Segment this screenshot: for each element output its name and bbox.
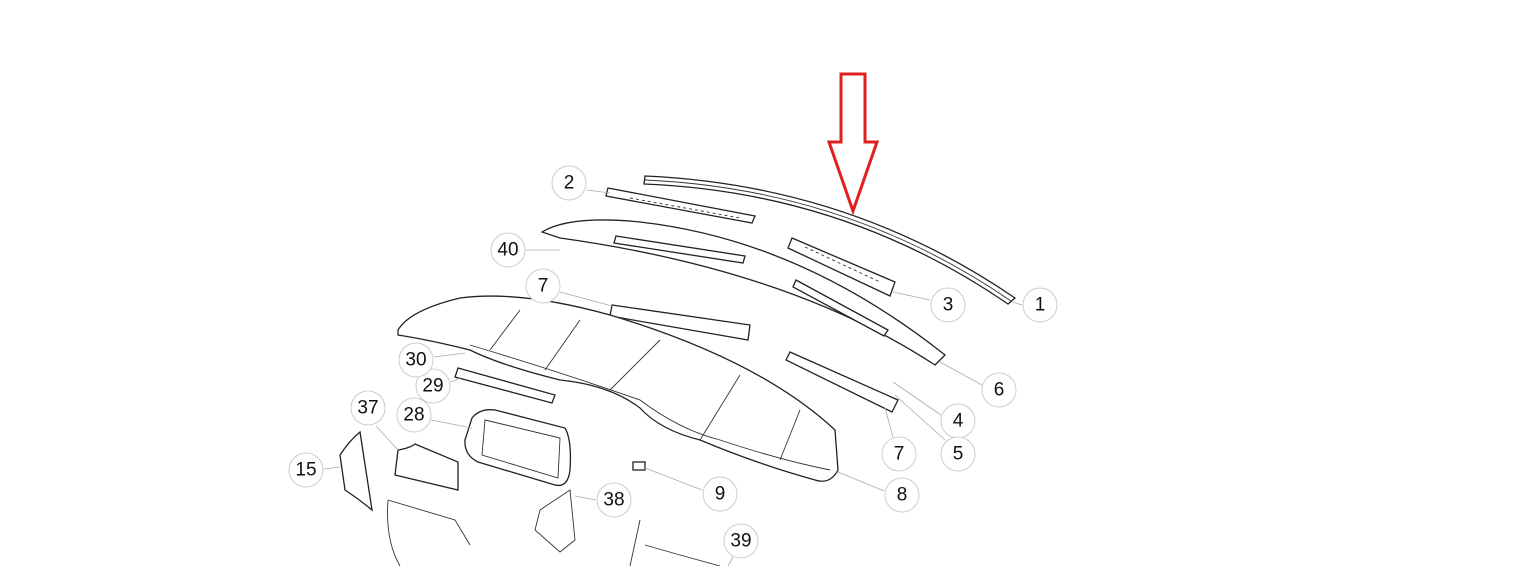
part-28-cluster-bezel bbox=[464, 409, 572, 487]
part-7-vent-left bbox=[609, 304, 751, 341]
callout-4: 4 bbox=[940, 403, 976, 439]
callout-30: 30 bbox=[398, 342, 434, 378]
red-arrow-down-icon bbox=[826, 72, 880, 216]
callout-8: 8 bbox=[884, 477, 920, 513]
callout-39: 39 bbox=[723, 523, 759, 559]
callout-3: 3 bbox=[930, 287, 966, 323]
svg-text:8: 8 bbox=[897, 485, 908, 506]
svg-text:2: 2 bbox=[564, 173, 575, 194]
svg-text:40: 40 bbox=[497, 240, 518, 261]
callout-1: 1 bbox=[1022, 287, 1058, 323]
callout-40: 40 bbox=[490, 232, 526, 268]
svg-text:6: 6 bbox=[994, 380, 1005, 401]
part-39-trim bbox=[629, 519, 721, 566]
callout-37: 37 bbox=[350, 390, 386, 426]
svg-text:15: 15 bbox=[295, 460, 316, 481]
svg-text:5: 5 bbox=[953, 444, 964, 465]
lower-left-panel bbox=[387, 499, 471, 566]
leader-lines bbox=[323, 189, 1023, 566]
callout-28: 28 bbox=[396, 397, 432, 433]
svg-text:39: 39 bbox=[730, 531, 751, 552]
part-3-grille bbox=[787, 237, 896, 297]
svg-text:28: 28 bbox=[403, 405, 424, 426]
callout-7-lower: 7 bbox=[881, 436, 917, 472]
svg-text:38: 38 bbox=[603, 490, 624, 511]
part-15-side-trim bbox=[339, 430, 373, 512]
callout-5: 5 bbox=[940, 436, 976, 472]
part-37-switch-panel bbox=[394, 443, 459, 491]
svg-text:7: 7 bbox=[538, 276, 549, 297]
svg-text:3: 3 bbox=[943, 295, 954, 316]
callout-38: 38 bbox=[596, 482, 632, 518]
callout-6: 6 bbox=[981, 372, 1017, 408]
svg-text:30: 30 bbox=[405, 350, 426, 371]
svg-text:7: 7 bbox=[894, 444, 905, 465]
dashboard-main bbox=[397, 295, 839, 482]
svg-text:1: 1 bbox=[1035, 295, 1046, 316]
part-9-clip bbox=[632, 461, 646, 471]
part-2-grille bbox=[605, 187, 756, 224]
svg-text:29: 29 bbox=[422, 376, 443, 397]
svg-text:37: 37 bbox=[357, 398, 378, 419]
callout-29: 29 bbox=[415, 368, 451, 404]
part-29-bezel bbox=[454, 367, 556, 404]
part-38-trim bbox=[534, 489, 576, 553]
callout-15: 15 bbox=[288, 452, 324, 488]
part-7-vent-right bbox=[785, 351, 899, 413]
callout-9: 9 bbox=[702, 476, 738, 512]
part-1-molding bbox=[643, 175, 1017, 305]
svg-text:4: 4 bbox=[953, 411, 964, 432]
part-40-top-panel bbox=[540, 219, 946, 366]
callout-7-upper: 7 bbox=[525, 268, 561, 304]
callout-2: 2 bbox=[551, 165, 587, 201]
svg-text:9: 9 bbox=[715, 484, 726, 505]
